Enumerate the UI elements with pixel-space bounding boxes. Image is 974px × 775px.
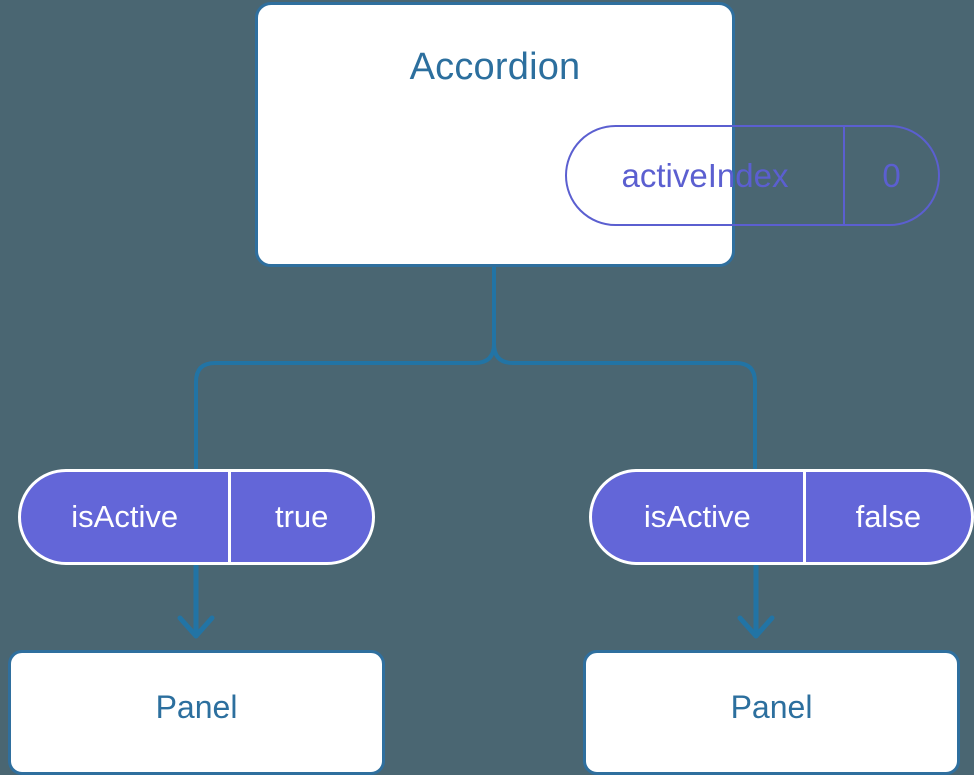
panel-card-right[interactable]: Panel: [583, 650, 960, 775]
arrow-right-prop-to-panel: [737, 563, 775, 639]
left-isactive-pill[interactable]: isActive true: [18, 469, 375, 565]
accordion-component-card[interactable]: Accordion activeIndex 0: [255, 2, 940, 267]
panel-left-title: Panel: [155, 689, 238, 725]
right-isactive-pill[interactable]: isActive false: [589, 469, 974, 565]
panel-right-title: Panel: [730, 689, 813, 725]
right-isactive-key: isActive: [592, 472, 806, 562]
left-isactive-value: true: [275, 499, 329, 534]
accordion-title: Accordion: [409, 46, 581, 88]
accordion-prop-pill[interactable]: activeIndex 0: [565, 125, 940, 226]
arrow-left-prop-to-panel: [177, 563, 215, 639]
panel-card-left[interactable]: Panel: [8, 650, 385, 775]
left-isactive-key: isActive: [21, 472, 232, 562]
accordion-prop-key: activeIndex: [567, 127, 846, 224]
right-isactive-value: false: [855, 499, 922, 534]
accordion-prop-value: 0: [882, 156, 901, 194]
connector-trunk-right: [492, 264, 757, 470]
connector-trunk: [194, 264, 496, 470]
